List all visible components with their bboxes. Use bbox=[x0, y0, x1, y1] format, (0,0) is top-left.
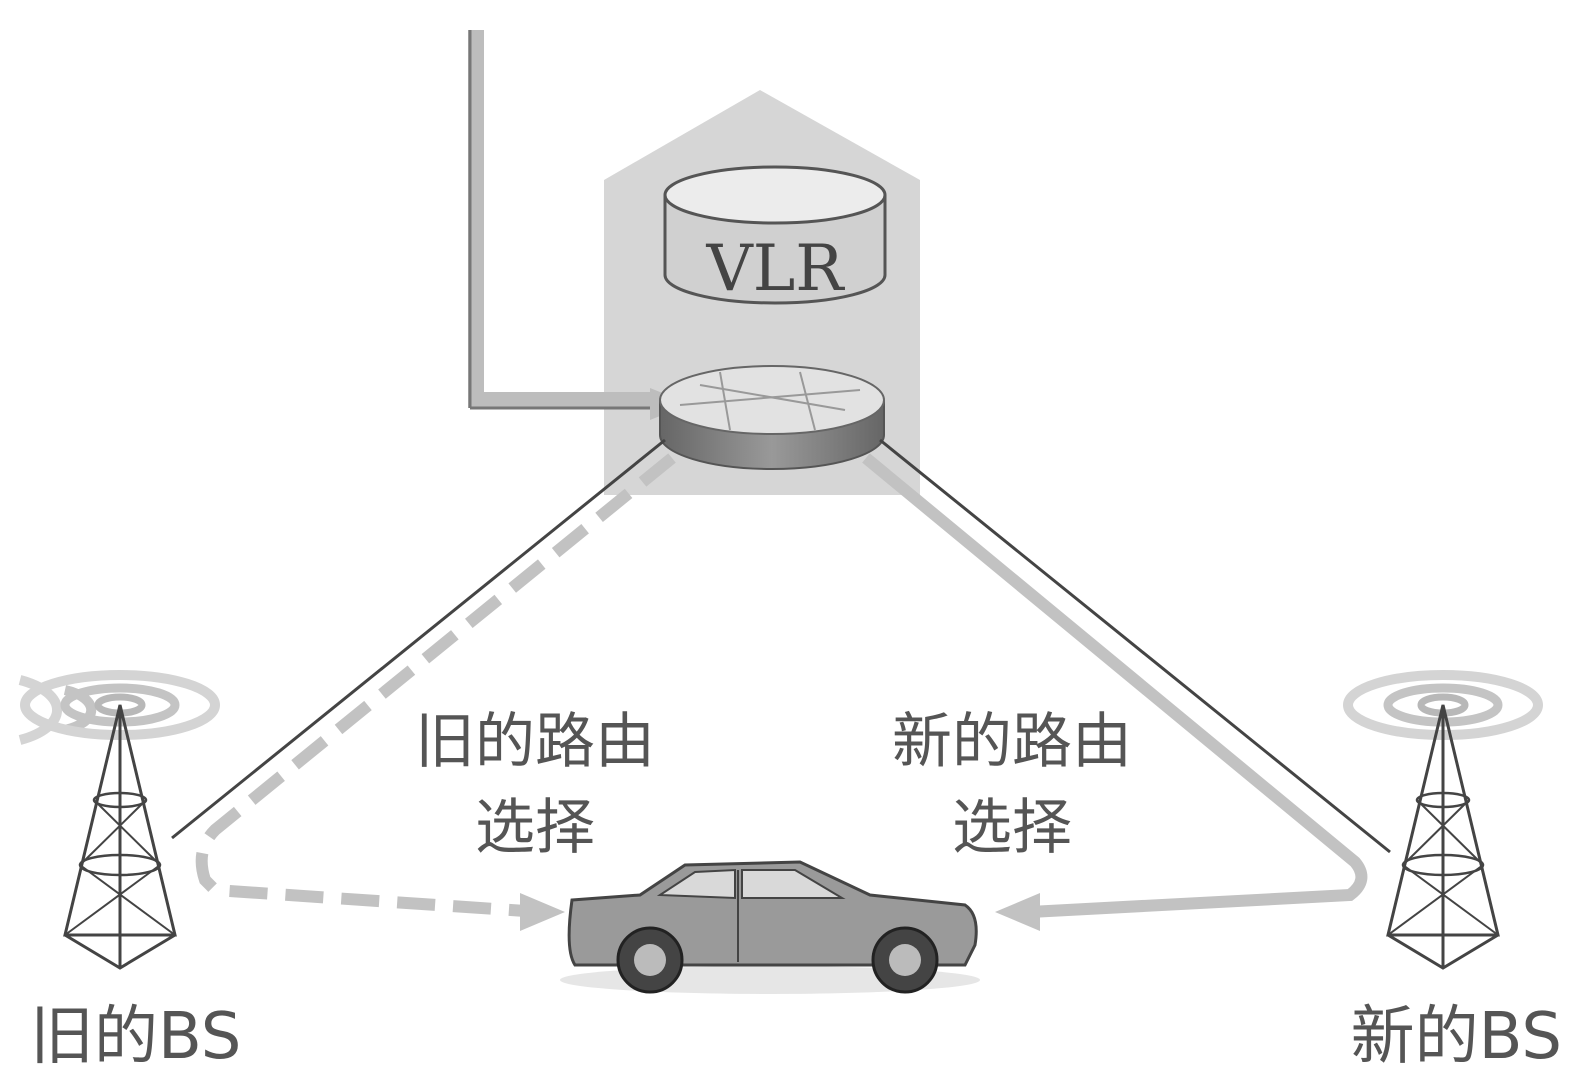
old-route-path bbox=[195, 453, 676, 931]
old-base-station-icon bbox=[18, 670, 220, 970]
new-bs-label: 新的BS bbox=[1351, 1000, 1562, 1070]
car-icon bbox=[560, 860, 980, 994]
vlr-label: VLR bbox=[706, 232, 846, 306]
old-bs-label: 旧的BS bbox=[30, 1000, 241, 1070]
vlr-database-icon: VLR bbox=[663, 165, 887, 306]
new-route-path bbox=[862, 453, 1368, 931]
new-route-label-line2: 选择 bbox=[952, 793, 1072, 863]
new-route-label-line1: 新的路由 bbox=[892, 707, 1132, 777]
old-route-label-line2: 选择 bbox=[475, 793, 595, 863]
router-icon bbox=[659, 365, 885, 470]
old-route-label-line1: 旧的路由 bbox=[415, 707, 655, 777]
new-base-station-icon bbox=[1343, 670, 1543, 970]
backhaul-links bbox=[171, 438, 1391, 854]
